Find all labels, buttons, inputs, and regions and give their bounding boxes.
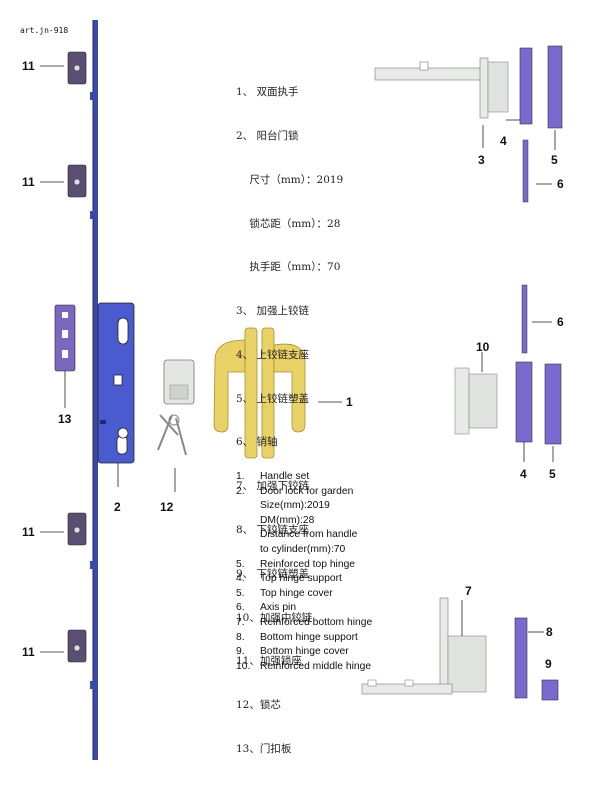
strike-plate [54,304,76,408]
en-item-detail: Distance from handle [260,529,358,541]
callout-6-top: 6 [557,177,564,191]
keeper-top-2 [40,164,87,198]
cn-item: 4、 上铰链支座 [236,348,310,361]
callout-10: 10 [476,340,490,354]
cn-item: 5、 上铰链塑盖 [236,392,310,405]
callout-7: 7 [465,584,472,598]
watermark-code: art.jn-918 [20,26,69,35]
callout-11-bottom-2: 11 [22,645,35,659]
en-item: 2.Door lock for garden [236,485,354,497]
bottom-hinge-assembly [361,597,559,701]
en-item-detail: to cylinder(mm):70 [260,543,346,555]
cn-item: 执手距（mm）：70 [236,261,341,274]
en-item: 8.Bottom hinge support [236,631,358,643]
cn-item: 8、 下铰链支座 [236,524,310,536]
callout-11-bottom-1: 11 [22,525,35,539]
cn-item: 11、加强锁座 [236,655,302,668]
en-item-detail: Size(mm):2019 [260,500,330,512]
middle-hinge-assembly [454,284,562,462]
callout-11-top-2: 11 [22,175,35,189]
callout-6-middle: 6 [557,315,564,329]
en-item: 6.Axis pin [236,602,297,614]
cn-item: 3、 加强上铰链 [236,305,310,318]
en-item: 7.Reinforced bottom hinge [236,616,373,628]
chinese-parts-list: 1、 双面执手 2、 阳台门锁 尺寸（mm）：2019 锁芯距（mm）：28 执… [236,56,343,771]
cn-item: 7、 加强下铰链 [236,480,310,493]
callout-12: 12 [160,500,174,514]
callout-1: 1 [346,395,353,409]
callout-4-top: 4 [500,134,507,148]
cn-item: 9、 下铰链塑盖 [236,567,310,580]
handle-set [213,327,342,459]
callout-5-middle: 5 [549,467,556,481]
en-item: 1.Handle set [236,471,310,482]
callout-11-top-1: 11 [22,59,35,73]
cn-item: 尺寸（mm）：2019 [236,173,344,186]
keeper-top-1 [40,51,87,85]
callout-5-top: 5 [551,153,558,167]
en-item: 9.Bottom hinge cover [236,646,349,658]
keeper-bottom-1 [40,512,87,546]
callout-4-middle: 4 [520,467,527,481]
cn-item: 13、门扣板 [236,742,292,755]
en-item: 10.Reinforced middle hinge [236,660,372,672]
callout-8: 8 [546,625,553,639]
cn-item: 10、加强中铰链 [236,611,313,624]
en-item: 5.Top hinge cover [236,587,333,599]
cn-item: 锁芯距（mm）：28 [236,217,341,230]
cn-item: 12、锁芯 [236,699,281,712]
callout-3: 3 [478,153,485,167]
keeper-bottom-2 [40,629,87,663]
english-parts-list: 1.Handle set 2.Door lock for garden Size… [236,470,372,674]
cn-item: 6、 销轴 [236,436,278,449]
en-item: 4.Top hinge support [236,573,342,585]
door-rail [90,20,98,760]
en-item-detail: DM(mm):28 [260,514,315,526]
cn-item: 1、 双面执手 [236,86,299,99]
lock-case [97,302,135,487]
cn-item: 2、 阳台门锁 [236,129,299,142]
callout-13: 13 [58,412,72,426]
en-item: 5.Reinforced top hinge [236,558,356,570]
top-hinge-assembly [374,45,563,203]
callout-9: 9 [545,657,552,671]
lock-cylinder [157,359,195,492]
callout-2: 2 [114,500,121,514]
